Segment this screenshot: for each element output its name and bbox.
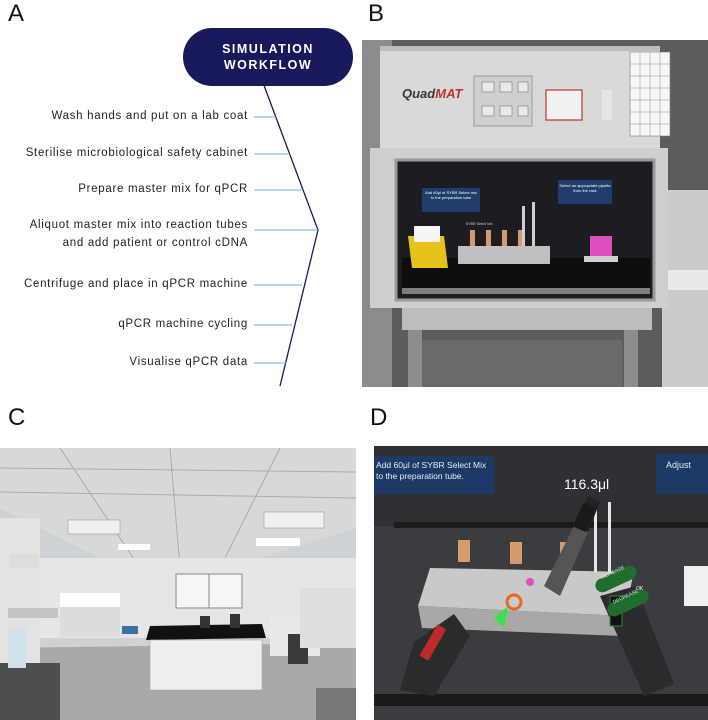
workflow-step-1: Wash hands and put on a lab coat (51, 110, 248, 122)
virtual-lab-image (0, 448, 356, 720)
workflow-step-3: Prepare master mix for qPCR (78, 183, 248, 195)
panel-letter-a: A (8, 0, 25, 27)
workflow-step-2: Sterilise microbiological safety cabinet (25, 147, 248, 159)
vr-instruction-line1: Add 60μl of SYBR Select Mix (376, 460, 487, 470)
workflow-step-6: qPCR machine cycling (118, 318, 248, 330)
vr-pipette-closeup: Add 60μl of SYBR Select Mix to the prepa… (374, 446, 708, 720)
workflow-step-5: Centrifuge and place in qPCR machine (23, 278, 248, 290)
safety-cabinet-scene (362, 40, 708, 387)
title-line-2: WORKFLOW (223, 58, 313, 72)
simulation-workflow-title: SIMULATION WORKFLOW (183, 28, 353, 86)
brand-suffix: MAT (435, 86, 463, 101)
panel-letter-d: D (370, 404, 388, 431)
safety-cabinet-image: QuadMAT Add 60μl of SYBR Select mix to t… (362, 40, 708, 387)
vr-right-sign: Adjust (666, 460, 692, 470)
cabinet-sign-right: Select an appropriate pipette from the r… (559, 183, 611, 193)
cabinet-sign-left: Add 60μl of SYBR Select mix to the prepa… (425, 190, 477, 200)
title-line-1: SIMULATION (222, 42, 314, 56)
pipette-volume-readout: 116.3μl (564, 476, 610, 492)
brand-prefix: Quad (402, 86, 436, 101)
vr-instruction: Add 60μl of SYBR Select Mix to the prepa… (376, 460, 486, 482)
vr-closeup-scene (374, 446, 708, 720)
vr-instruction-line2: to the preparation tube. (376, 471, 464, 481)
virtual-lab-scene (0, 448, 356, 720)
panel-letter-b: B (368, 0, 385, 27)
workflow-step-4: Aliquot master mix into reaction tubes (29, 219, 248, 231)
workflow-connectors (254, 79, 319, 387)
ok-button[interactable]: OK (636, 586, 644, 592)
workflow-step-4b: and add patient or control cDNA (62, 237, 248, 249)
rack-label: SYBR Select Mix (466, 222, 493, 226)
panel-letter-c: C (8, 404, 26, 431)
cabinet-brand: QuadMAT (402, 86, 462, 101)
workflow-step-7: Visualise qPCR data (129, 356, 248, 368)
